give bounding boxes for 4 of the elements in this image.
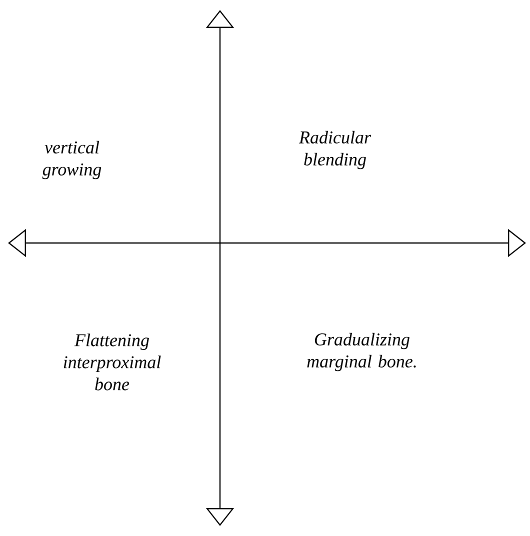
quadrant-label: Gradualizing marginal bone. [307, 332, 416, 372]
quadrant-label: Flattening interproximal bone [64, 334, 161, 390]
quadrant-label: vertical growing [42, 140, 102, 180]
quadrant-label: Radicular blending [298, 130, 372, 170]
